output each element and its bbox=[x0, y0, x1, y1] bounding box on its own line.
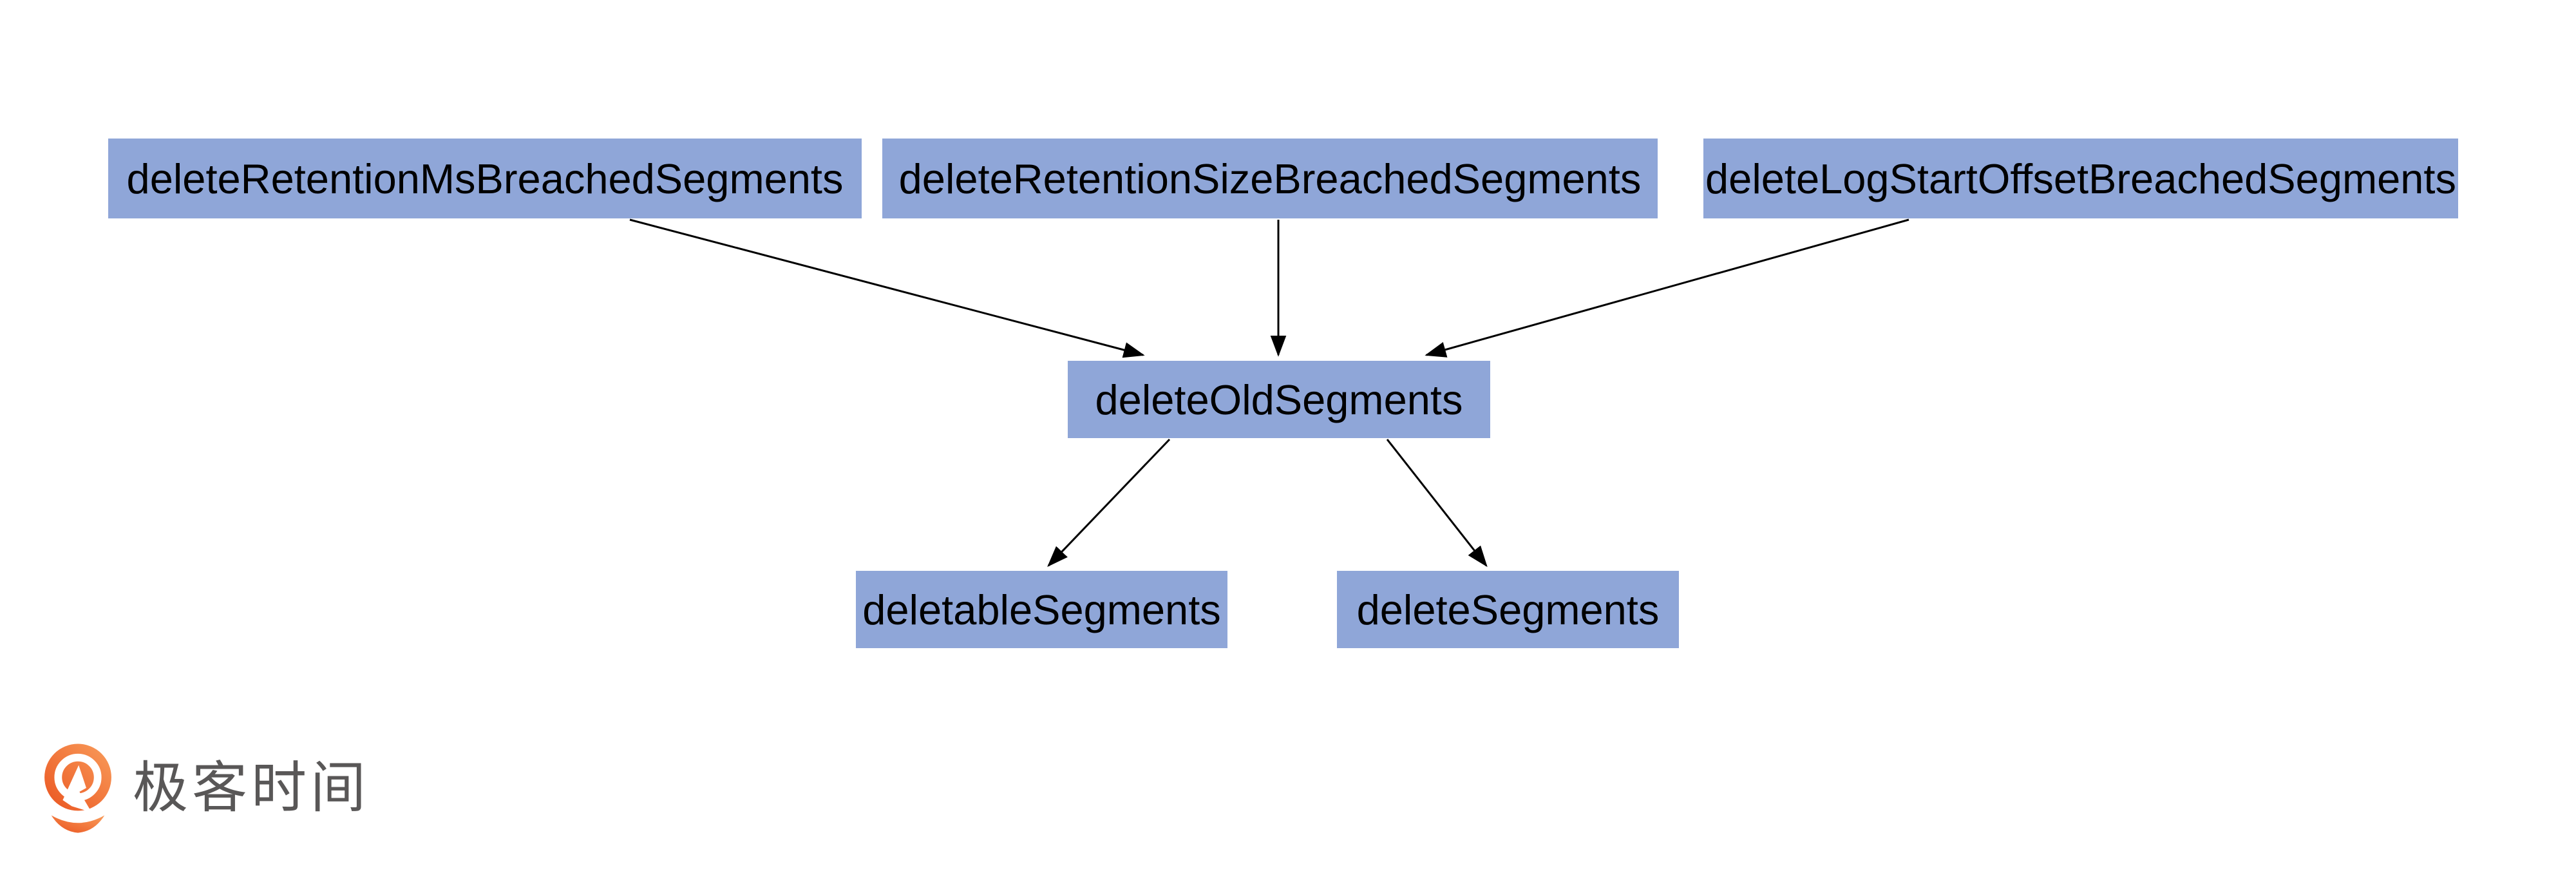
node-delete-old-segments: deleteOldSegments bbox=[1068, 361, 1490, 438]
node-delete-log-start-offset-breached-segments: deleteLogStartOffsetBreachedSegments bbox=[1703, 139, 2458, 218]
node-delete-segments: deleteSegments bbox=[1337, 571, 1679, 648]
edge-delete-old-to-deletable bbox=[1047, 438, 1171, 567]
node-delete-retention-size-breached-segments: deleteRetentionSizeBreachedSegments bbox=[882, 139, 1658, 218]
edge-log-start-offset-to-delete-old bbox=[1425, 218, 1909, 358]
edge-retention-ms-to-delete-old bbox=[629, 218, 1145, 358]
geektime-logo-text: 极客时间 bbox=[133, 757, 370, 819]
node-deletable-segments: deletableSegments bbox=[856, 571, 1227, 648]
node-delete-retention-ms-breached-segments: deleteRetentionMsBreachedSegments bbox=[108, 139, 862, 218]
geektime-pin-icon bbox=[44, 743, 111, 833]
geektime-logo: 极客时间 bbox=[40, 742, 370, 834]
edge-delete-old-to-delete-segments bbox=[1386, 439, 1488, 568]
